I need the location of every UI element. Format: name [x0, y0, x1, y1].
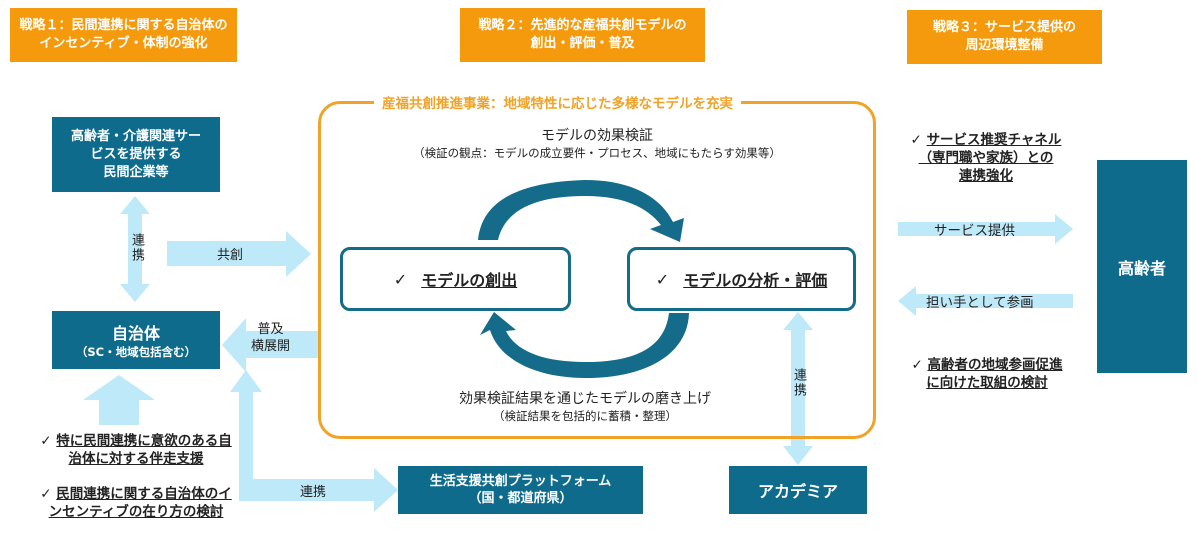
strategy-1-header: 戦略１：民間連携に関する自治体の インセンティブ・体制の強化	[10, 8, 237, 62]
support-up-arrow	[83, 375, 155, 425]
check-icon: ✓	[910, 132, 922, 148]
platform-box: 生活支援共創プラットフォーム （国・都道府県）	[398, 466, 643, 514]
verify-subtitle: （検証の観点：モデルの成立要件・プロセス、地域にもたらす効果等）	[413, 146, 781, 160]
link-double-arrow-left	[120, 196, 150, 302]
right-check-top: ✓ サービス推奨チャネル （専門職や家族）との 連携強化	[893, 131, 1079, 185]
left-check-1-text: 特に民間連携に意欲のある自 治体に対する伴走支援	[56, 433, 232, 467]
service-arrow	[898, 214, 1073, 244]
service-label: サービス提供	[934, 223, 1015, 239]
check-icon: ✓	[911, 357, 923, 373]
right-check-bottom-text: 高齢者の地域参画促進 に向けた取組の検討	[926, 357, 1063, 391]
check-icon: ✓	[40, 486, 52, 502]
model-create-label: モデルの創出	[421, 271, 518, 290]
private-companies-box: 高齢者・介護関連サー ビスを提供する 民間企業等	[52, 117, 220, 192]
elderly-box: 高齢者	[1097, 160, 1187, 373]
academia-link-label: 連携	[791, 368, 806, 398]
refine-title: 効果検証結果を通じたモデルの磨き上げ	[459, 391, 711, 407]
municipality-sub: （SC・地域包括含む）	[75, 345, 197, 359]
cocreate-arrow	[167, 231, 311, 277]
company-link-label: 連携	[129, 233, 144, 263]
check-icon: ✓	[655, 269, 670, 289]
strategy-3-header: 戦略３：サービス提供の 周辺環境整備	[907, 10, 1102, 64]
model-analyze-box: ✓ モデルの分析・評価	[627, 247, 856, 311]
academia-box: アカデミア	[729, 466, 867, 514]
cocreate-label: 共創	[217, 248, 244, 263]
platform-link-arrow	[230, 370, 398, 512]
left-check-2-text: 民間連携に関する自治体のイ ンセンティブの在り方の検討	[48, 486, 232, 520]
check-icon: ✓	[393, 269, 408, 289]
academia-link-arrow	[783, 312, 813, 465]
right-check-top-text: サービス推奨チャネル （専門職や家族）との 連携強化	[918, 132, 1062, 184]
cycle-arrow-top	[478, 180, 684, 242]
municipality-label: 自治体	[111, 324, 160, 343]
cycle-arrow-bottom	[480, 312, 689, 378]
refine-subtitle: （検証結果を包括的に蓄積・整理）	[493, 409, 677, 423]
participate-label: 担い手として参画	[926, 295, 1034, 311]
check-icon: ✓	[40, 433, 52, 449]
platform-link-label: 連携	[300, 485, 327, 500]
participate-arrow	[898, 286, 1073, 316]
spread-arrow	[222, 318, 318, 372]
left-check-1: ✓ 特に民間連携に意欲のある自 治体に対する伴走支援	[20, 432, 252, 468]
right-check-bottom: ✓ 高齢者の地域参画促進 に向けた取組の検討	[897, 356, 1077, 392]
model-create-box: ✓ モデルの創出	[340, 247, 571, 311]
left-check-2: ✓ 民間連携に関する自治体のイ ンセンティブの在り方の検討	[18, 485, 254, 521]
frame-title: 産福共創推進事業：地域特性に応じた多様なモデルを充実	[374, 92, 741, 112]
municipality-box: 自治体 （SC・地域包括含む）	[52, 311, 220, 369]
spread-label: 普及 横展開	[251, 322, 291, 354]
platform-label: 生活支援共創プラットフォーム	[429, 474, 612, 489]
platform-sub: （国・都道府県）	[468, 491, 573, 506]
model-analyze-label: モデルの分析・評価	[683, 271, 828, 290]
strategy-2-header: 戦略２：先進的な産福共創モデルの 創出・評価・普及	[460, 8, 705, 62]
verify-title: モデルの効果検証	[541, 128, 653, 144]
